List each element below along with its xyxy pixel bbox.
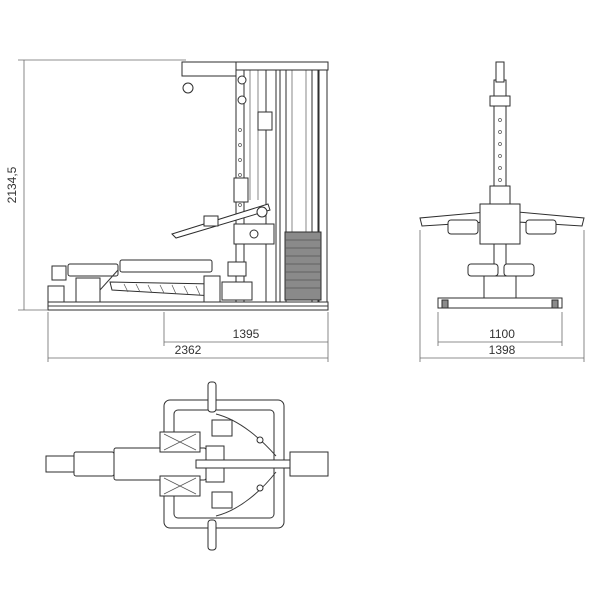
side-tower	[181, 61, 329, 303]
front-view: 1100 1398	[419, 61, 585, 362]
top-foot-pads	[159, 431, 201, 497]
dim-total-length: 2362	[47, 312, 329, 362]
front-base	[437, 297, 563, 309]
dim-frame-depth-label: 1395	[233, 327, 260, 341]
dim-base-width-label: 1100	[489, 327, 515, 341]
dim-height-label: 2134,5	[5, 166, 19, 203]
side-bench	[47, 259, 221, 303]
top-view	[45, 381, 329, 551]
front-leg-rollers	[467, 263, 535, 299]
dim-total-width: 1398	[419, 230, 585, 362]
dim-total-width-label: 1398	[489, 343, 516, 357]
dim-height: 2134,5	[5, 59, 186, 311]
side-press-arm	[171, 203, 275, 301]
side-view: 2134,5 1395 2362	[5, 59, 329, 362]
dim-frame-depth: 1395	[163, 312, 329, 346]
dim-base-width: 1100	[437, 312, 563, 346]
top-press-handles	[207, 381, 277, 551]
front-column	[493, 79, 507, 281]
top-bench	[45, 445, 329, 483]
side-weight-stack	[284, 231, 322, 301]
front-press-arms	[419, 203, 585, 245]
dim-total-length-label: 2362	[175, 343, 202, 357]
